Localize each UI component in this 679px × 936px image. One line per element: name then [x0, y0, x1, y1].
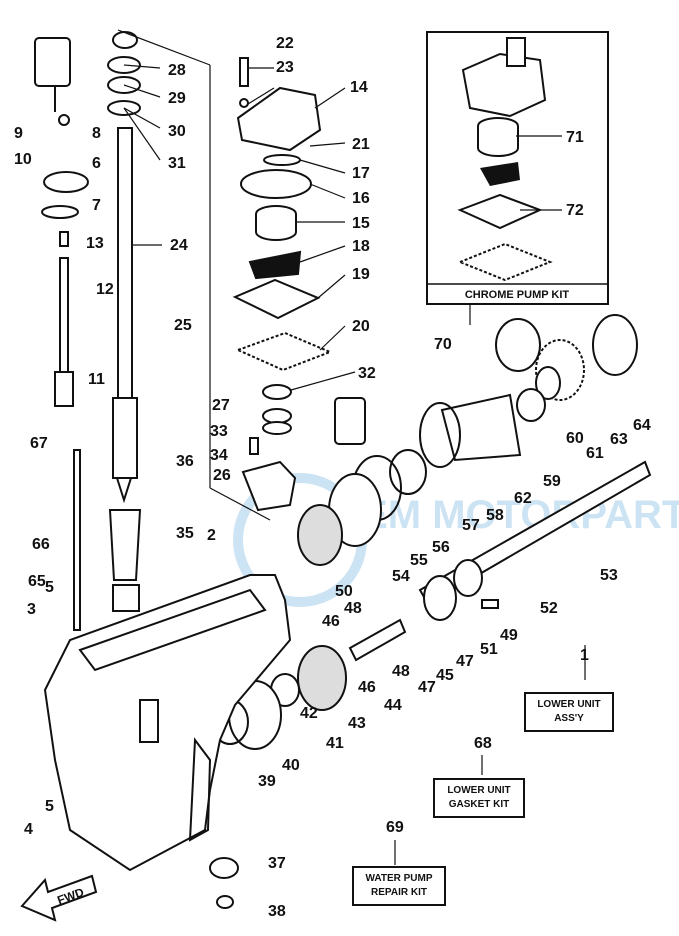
callout-10: 10	[14, 151, 32, 168]
callout-27: 27	[212, 397, 230, 414]
callout-66: 66	[32, 536, 50, 553]
callout-9: 9	[14, 125, 23, 142]
callout-4: 4	[24, 821, 33, 838]
propeller-shaft-gearset	[209, 314, 652, 909]
callout-52: 52	[540, 600, 558, 617]
callout-60: 60	[566, 430, 584, 447]
callout-22: 22	[276, 35, 294, 52]
callout-34: 34	[210, 447, 228, 464]
callout-30: 30	[168, 123, 186, 140]
callout-63: 63	[610, 431, 628, 448]
callout-35: 35	[176, 525, 194, 542]
callout-33: 33	[210, 423, 228, 440]
callout-23: 23	[276, 59, 294, 76]
callout-24: 24	[170, 237, 188, 254]
callout-47: 47	[418, 679, 436, 696]
callout-5: 5	[45, 579, 54, 596]
callout-61: 61	[586, 445, 604, 462]
kit-label-water-pump: WATER PUMP REPAIR KIT	[352, 866, 446, 906]
callout-64: 64	[633, 417, 651, 434]
callout-54: 54	[392, 568, 410, 585]
callout-42: 42	[300, 705, 318, 722]
callout-7: 7	[92, 197, 101, 214]
callout-49: 49	[500, 627, 518, 644]
callout-48b: 48	[392, 663, 410, 680]
callout-48: 48	[344, 600, 362, 617]
callout-1: 1	[580, 647, 589, 664]
callout-72: 72	[566, 202, 584, 219]
callout-51: 51	[480, 641, 498, 658]
leader-lines	[54, 29, 586, 865]
callout-69: 69	[386, 819, 404, 836]
callout-71: 71	[566, 129, 584, 146]
callout-14: 14	[350, 79, 368, 96]
callout-31: 31	[168, 155, 186, 172]
callout-43: 43	[348, 715, 366, 732]
callout-12: 12	[96, 281, 114, 298]
callout-58: 58	[486, 507, 504, 524]
callout-17: 17	[352, 165, 370, 182]
chrome-pump-kit-inset: CHROME PUMP KIT	[426, 31, 609, 305]
drive-shaft	[107, 31, 142, 612]
callout-62: 62	[514, 490, 532, 507]
callout-32: 32	[358, 365, 376, 382]
callout-67: 67	[30, 435, 48, 452]
callout-56: 56	[432, 539, 450, 556]
fwd-direction-arrow: FWD	[20, 874, 98, 922]
callout-21: 21	[352, 136, 370, 153]
callout-15: 15	[352, 215, 370, 232]
callout-19: 19	[352, 266, 370, 283]
callout-39: 39	[258, 773, 276, 790]
callout-18: 18	[352, 238, 370, 255]
callout-57: 57	[462, 517, 480, 534]
callout-44: 44	[384, 697, 402, 714]
callout-3: 3	[27, 601, 36, 618]
shift-rod-assembly	[34, 37, 89, 631]
callout-53: 53	[600, 567, 618, 584]
watermark-logo: OEM MOTORPARTS	[233, 473, 679, 607]
callout-50: 50	[335, 583, 353, 600]
callout-40: 40	[282, 757, 300, 774]
callout-6: 6	[92, 155, 101, 172]
callout-41: 41	[326, 735, 344, 752]
callout-26: 26	[213, 467, 231, 484]
callout-36: 36	[176, 453, 194, 470]
kit-label-lower-unit: LOWER UNIT ASS'Y	[524, 692, 614, 732]
callout-59: 59	[543, 473, 561, 490]
callout-47b: 47	[456, 653, 474, 670]
callout-16: 16	[352, 190, 370, 207]
callout-29: 29	[168, 90, 186, 107]
callout-45: 45	[436, 667, 454, 684]
callout-20: 20	[352, 318, 370, 335]
callout-55: 55	[410, 552, 428, 569]
callout-8: 8	[92, 125, 101, 142]
water-pump-stack	[232, 57, 366, 512]
callout-25: 25	[174, 317, 192, 334]
callout-46b: 46	[358, 679, 376, 696]
callout-46: 46	[322, 613, 340, 630]
callout-11: 11	[88, 371, 105, 388]
callout-2: 2	[207, 527, 216, 544]
callout-numbers: 1 2 3 4 5 5 6 7 8 9 10 11 12 13 14 15 16…	[14, 35, 651, 920]
callout-28: 28	[168, 62, 186, 79]
callout-68: 68	[474, 735, 492, 752]
callout-5b: 5	[45, 798, 54, 815]
kit-label-gasket-kit: LOWER UNIT GASKET KIT	[433, 778, 525, 818]
callout-13: 13	[86, 235, 104, 252]
callout-70: 70	[434, 336, 452, 353]
watermark-text: OEM MOTORPARTS	[330, 493, 679, 537]
callout-38: 38	[268, 903, 286, 920]
callout-37: 37	[268, 855, 286, 872]
callout-65: 65	[28, 573, 46, 590]
lower-unit-housing	[43, 574, 292, 872]
chrome-pump-kit-label: CHROME PUMP KIT	[465, 289, 570, 301]
